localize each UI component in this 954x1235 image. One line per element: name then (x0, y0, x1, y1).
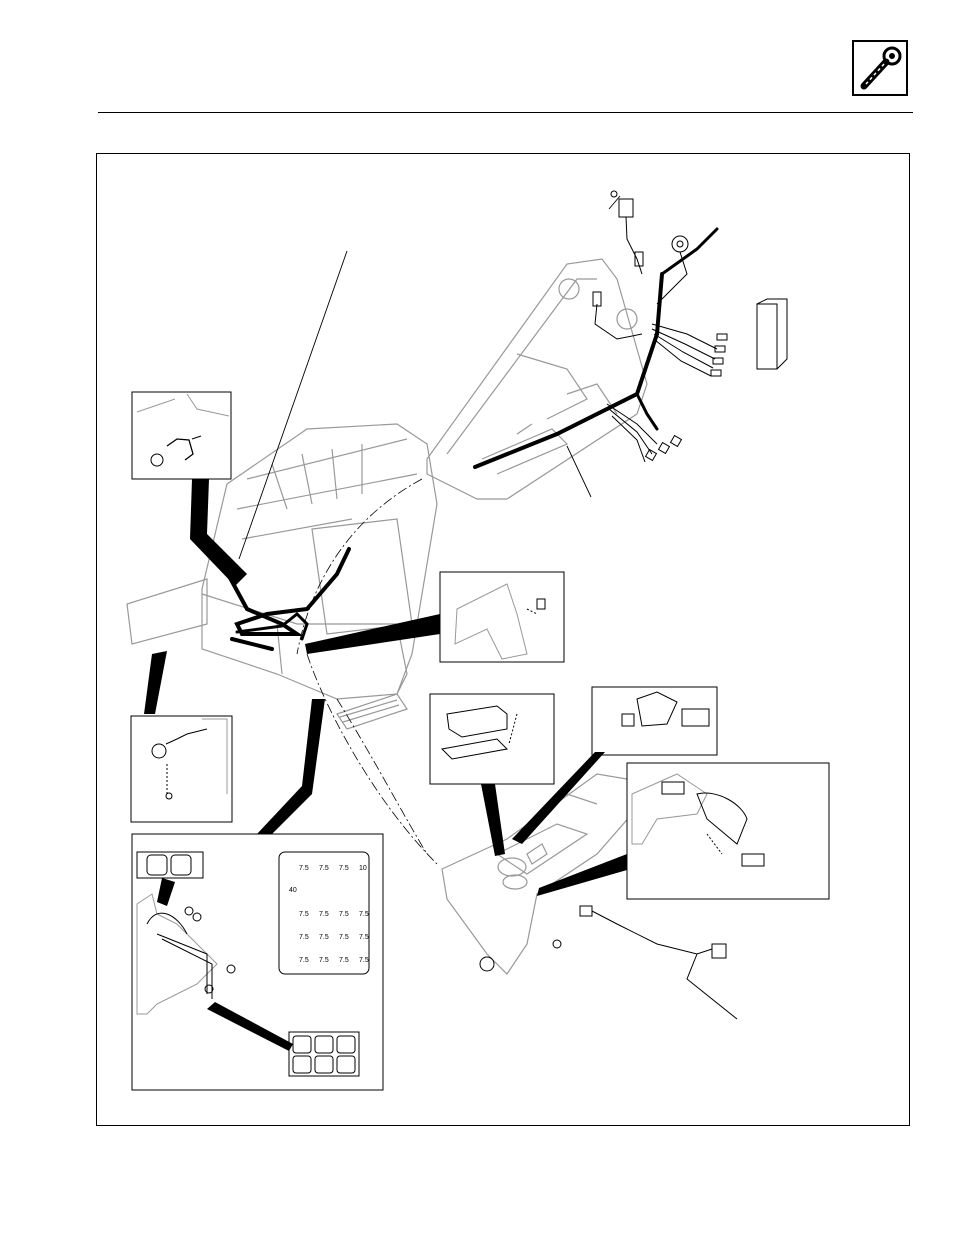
fuse-label: 7.5 (299, 957, 309, 964)
callout-band-horn (144, 651, 167, 714)
fuse-label: 7.5 (359, 934, 369, 941)
fuse-label: 7.5 (319, 911, 329, 918)
detail-box-clip (132, 392, 231, 479)
detail-box-horn (131, 716, 232, 822)
fuse-label: 7.5 (339, 934, 349, 941)
fuse-label: 7.5 (299, 934, 309, 941)
loose-cable-harness (480, 906, 737, 1019)
figure-frame: 7.5 7.5 7.5 10 40 7.5 7.5 7.5 7.5 7.5 7.… (96, 153, 910, 1126)
header-rule (98, 112, 913, 113)
fuse-label: 7.5 (339, 911, 349, 918)
fuse-label: 7.5 (339, 957, 349, 964)
fuse-label: 7.5 (359, 957, 369, 964)
fuse-label: 7.5 (339, 865, 349, 872)
detail-box-switch-panel (627, 763, 829, 899)
fuse-label: 40 (289, 887, 297, 894)
wiring-harness-diagram: 7.5 7.5 7.5 10 40 7.5 7.5 7.5 7.5 7.5 7.… (97, 154, 909, 1125)
fuse-label: 7.5 (319, 934, 329, 941)
fuse-label: 7.5 (319, 865, 329, 872)
detail-box-rocker-switch (592, 687, 717, 755)
boom-harness-connectors (593, 191, 787, 462)
detail-box-light (430, 694, 554, 784)
leader-lines (239, 196, 620, 559)
callout-band-switch-panel (537, 854, 627, 896)
fuse-label: 10 (359, 865, 367, 872)
fuse-label: 7.5 (319, 957, 329, 964)
routing-dashed-lines (297, 479, 437, 864)
callout-band-fuse (257, 699, 325, 834)
callout-band-clip (190, 479, 247, 586)
fuse-label: 7.5 (299, 865, 309, 872)
callout-band-light (481, 784, 505, 856)
detail-box-pedal-switch (440, 572, 564, 662)
boom-illustration (427, 259, 647, 499)
fuse-label: 7.5 (359, 911, 369, 918)
wrench-icon (852, 40, 908, 96)
fuse-label: 7.5 (299, 911, 309, 918)
